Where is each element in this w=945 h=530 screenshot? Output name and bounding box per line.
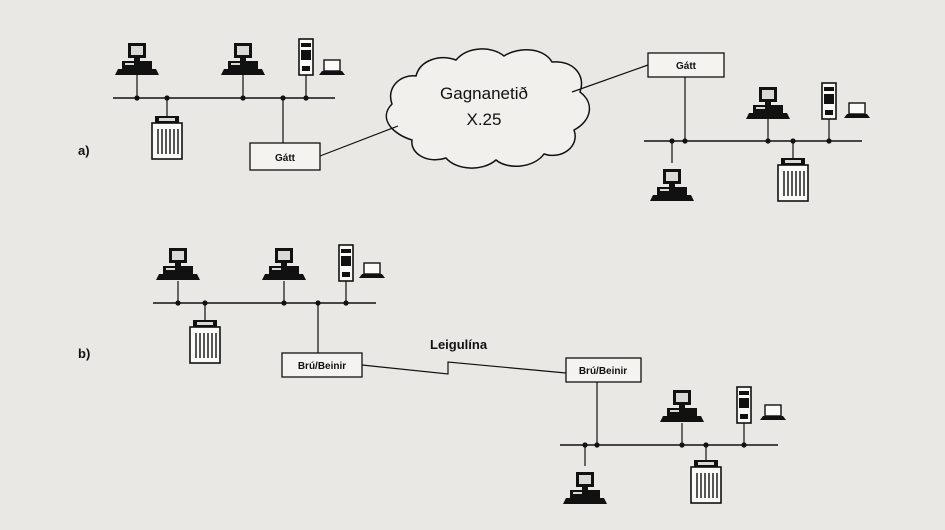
printer-icon	[690, 459, 722, 504]
gateway-right-box	[647, 52, 725, 78]
bridge-right-label: Brú/Beinir	[579, 366, 627, 377]
label-b: b)	[78, 346, 90, 361]
leased-line-label: Leigulína	[430, 337, 488, 352]
tower-computer-icon	[338, 244, 354, 282]
laptop-icon	[358, 262, 386, 279]
network-cloud-icon	[385, 48, 591, 169]
cloud-title: Gagnanetið	[440, 84, 528, 103]
cloud-subtitle: X.25	[467, 110, 502, 129]
link-cloud-gateway-right	[571, 64, 649, 93]
printer-icon	[189, 319, 221, 364]
tower-computer-icon	[736, 386, 752, 424]
gateway-left-box	[249, 142, 321, 171]
desktop-computer-icon	[115, 43, 159, 75]
tower-computer-icon	[298, 38, 314, 76]
printer-icon	[151, 115, 183, 160]
bridge-right-box	[565, 357, 642, 383]
laptop-icon	[843, 102, 871, 119]
label-a: a)	[78, 143, 90, 158]
desktop-computer-icon	[660, 390, 704, 422]
desktop-computer-icon	[746, 87, 790, 119]
desktop-computer-icon	[156, 248, 200, 280]
gateway-left-label: Gátt	[275, 153, 296, 164]
gateway-right-label: Gátt	[676, 61, 697, 72]
desktop-computer-icon	[650, 169, 694, 201]
bridge-left-label: Brú/Beinir	[298, 361, 346, 372]
laptop-icon	[759, 404, 787, 421]
tower-computer-icon	[821, 82, 837, 120]
desktop-computer-icon	[262, 248, 306, 280]
desktop-computer-icon	[563, 472, 607, 504]
desktop-computer-icon	[221, 43, 265, 75]
printer-icon	[777, 157, 809, 202]
laptop-icon	[318, 59, 346, 76]
leased-line-link	[361, 361, 567, 375]
link-gateway-left-cloud	[319, 125, 399, 157]
